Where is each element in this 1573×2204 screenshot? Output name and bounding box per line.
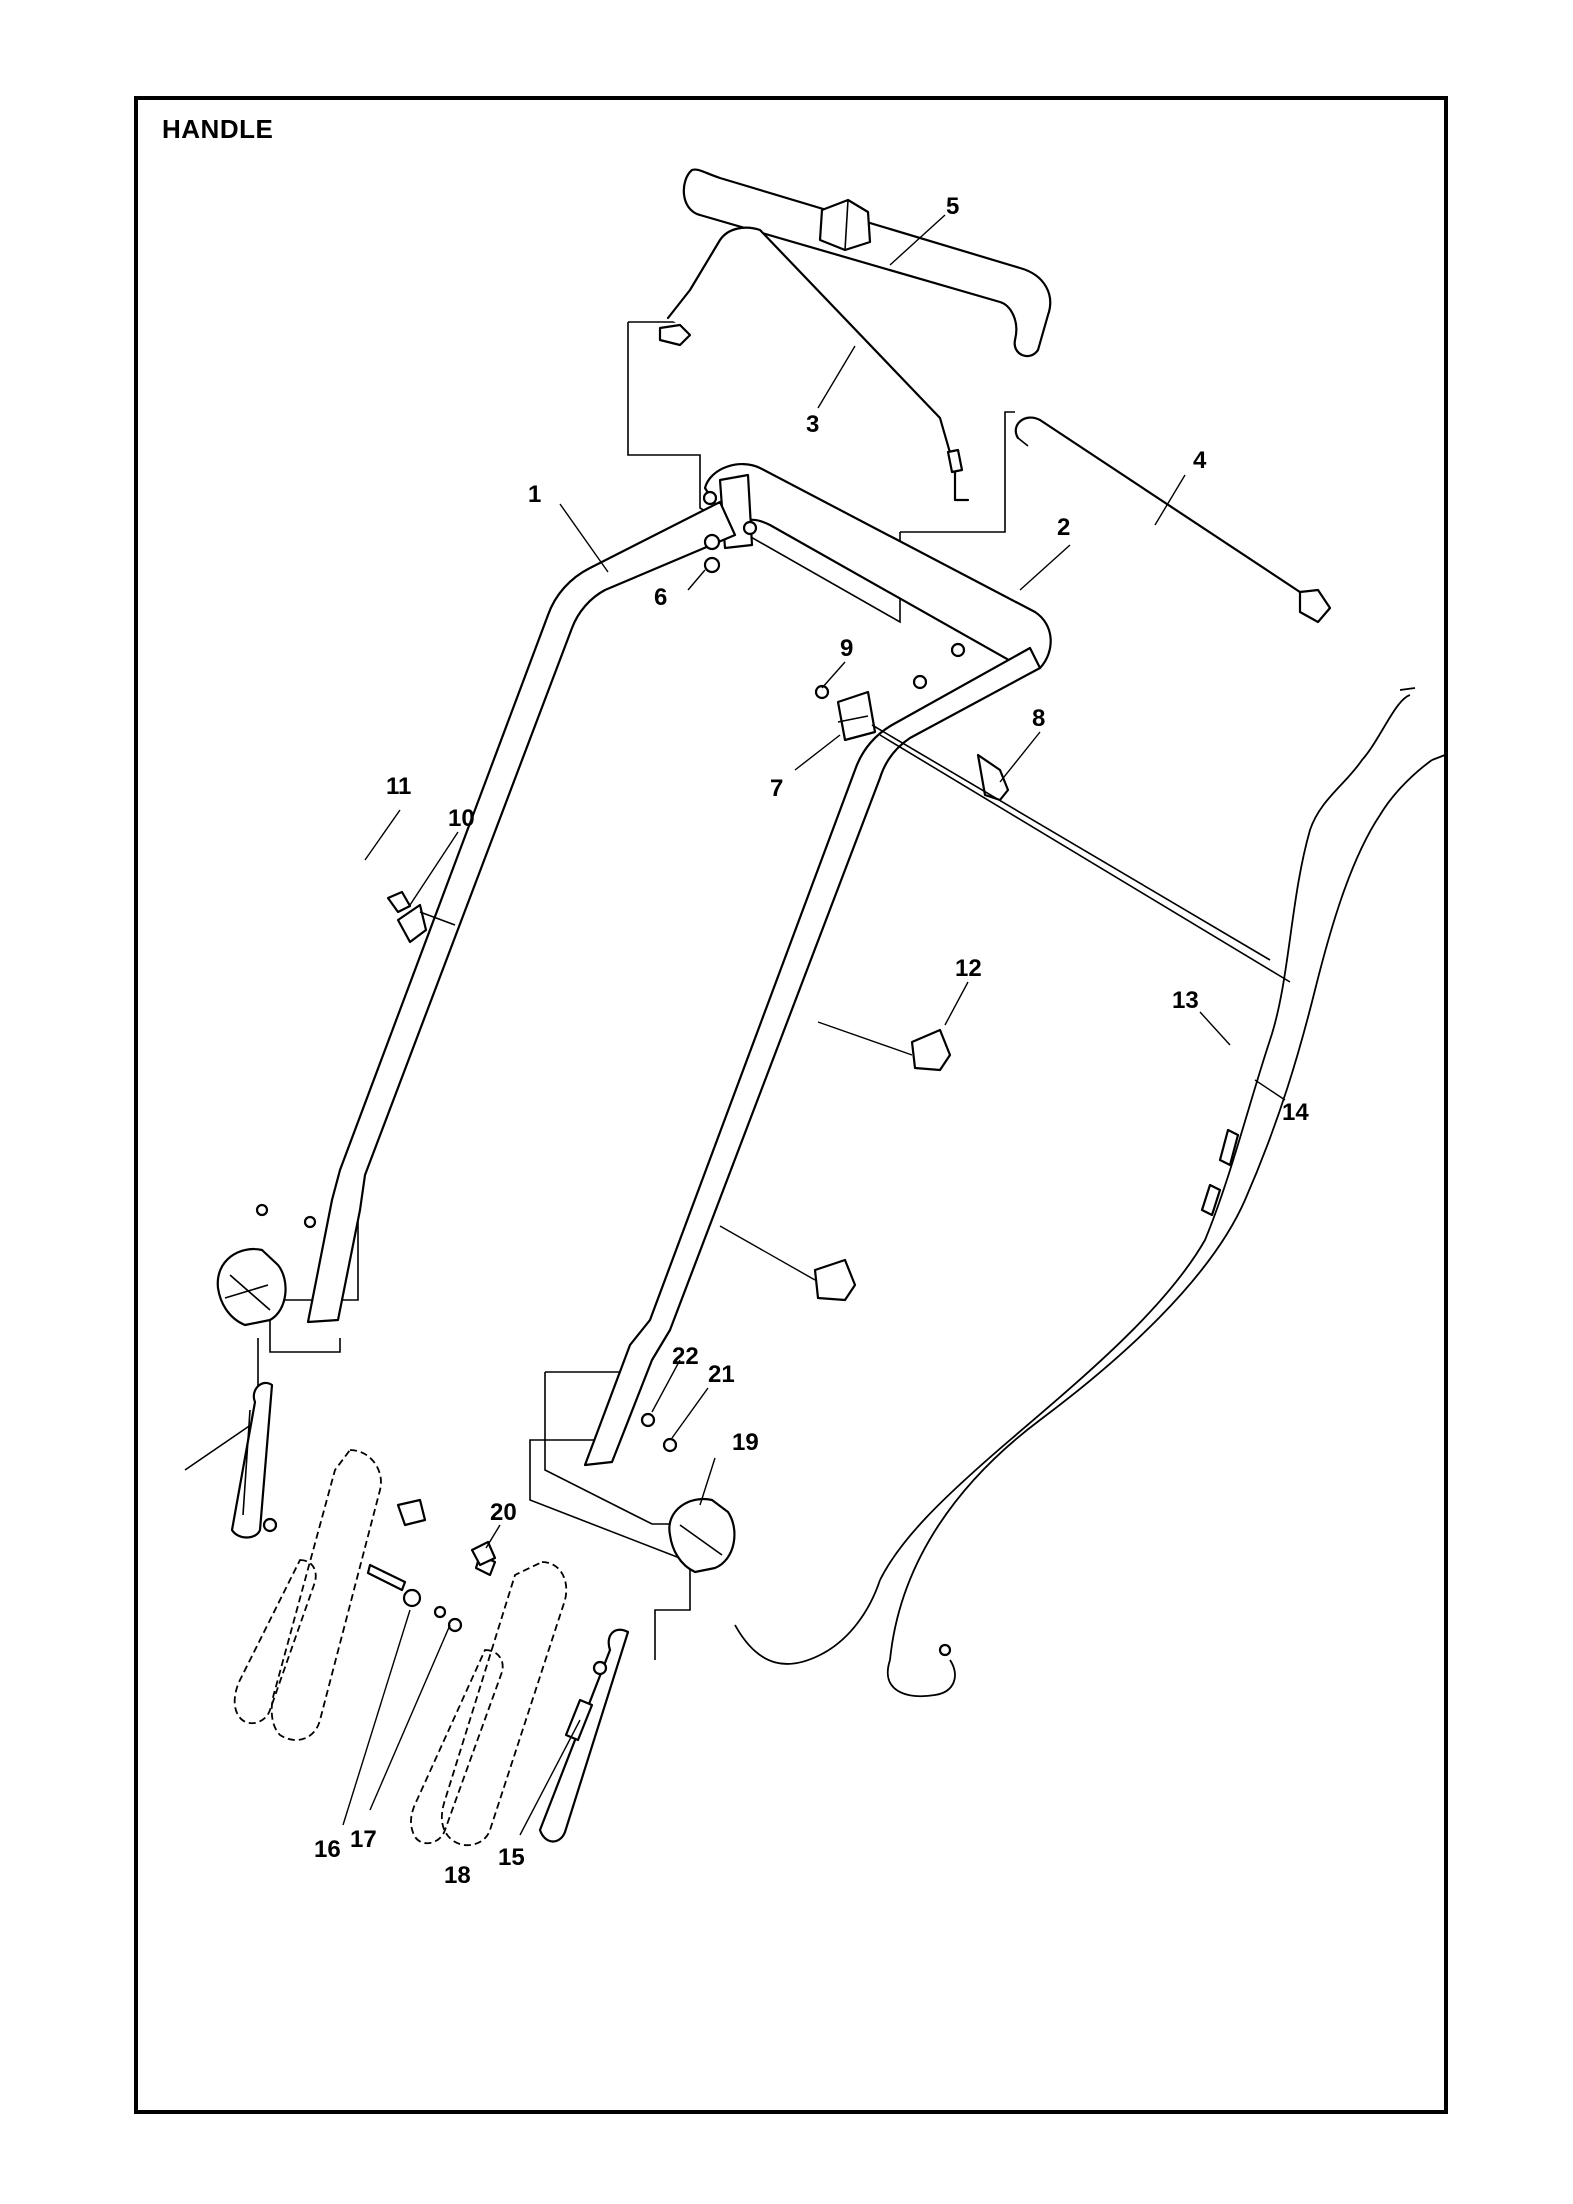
wire-rod-part-4 — [1014, 416, 1332, 624]
leader-lines — [342, 214, 1286, 1836]
height-adjust-plates-part-18 — [233, 1449, 568, 1847]
callout-13: 13 — [1172, 987, 1199, 1014]
cable-clips-part-12 — [719, 1021, 952, 1302]
page-title: HANDLE — [162, 114, 274, 144]
callout-15: 15 — [498, 1844, 525, 1871]
callout-22: 22 — [672, 1343, 699, 1370]
upper-handle-part-2 — [703, 463, 1052, 674]
callout-12: 12 — [955, 955, 982, 982]
callout-14: 14 — [1282, 1099, 1309, 1126]
callout-2: 2 — [1057, 514, 1070, 541]
callout-20: 20 — [490, 1499, 517, 1526]
callout-5: 5 — [946, 193, 959, 220]
handle-tube-part-1 — [306, 500, 1042, 1467]
page-frame — [134, 96, 1448, 2114]
bolt-part-20 — [470, 1540, 497, 1567]
callout-7: 7 — [770, 775, 783, 802]
control-cables-parts-13-14 — [734, 687, 1446, 1698]
right-knob-part-19 — [668, 1497, 736, 1574]
callout-11: 11 — [386, 773, 411, 800]
callout-19: 19 — [732, 1429, 759, 1456]
bail-wire-part-3 — [658, 226, 970, 502]
callout-1: 1 — [528, 481, 541, 508]
callout-4: 4 — [1193, 447, 1207, 474]
pivot-bolts-parts-16-17 — [366, 1553, 497, 1633]
cable-clip-part-10-and-screw-part-11 — [386, 890, 456, 944]
callout-10: 10 — [448, 805, 475, 832]
callout-8: 8 — [1032, 705, 1045, 732]
callout-16: 16 — [314, 1836, 341, 1863]
left-knob — [216, 1247, 287, 1327]
callout-3: 3 — [806, 411, 819, 438]
top-grip-part-5 — [682, 168, 1052, 358]
callout-6: 6 — [654, 584, 667, 611]
callout-9: 9 — [840, 635, 853, 662]
callout-labels: 1 2 3 4 5 6 7 8 9 10 11 12 13 14 15 16 1… — [314, 193, 1309, 1889]
callout-18: 18 — [444, 1862, 471, 1889]
right-washers-parts-21-22 — [640, 1412, 678, 1453]
left-lower-bracket — [230, 1381, 427, 1539]
callout-17: 17 — [350, 1826, 377, 1853]
hardware-parts-6-7-8-9 — [702, 490, 1291, 983]
left-washers — [255, 1203, 317, 1229]
callout-21: 21 — [708, 1361, 735, 1388]
right-lower-bracket-part-15 — [538, 1628, 630, 1843]
